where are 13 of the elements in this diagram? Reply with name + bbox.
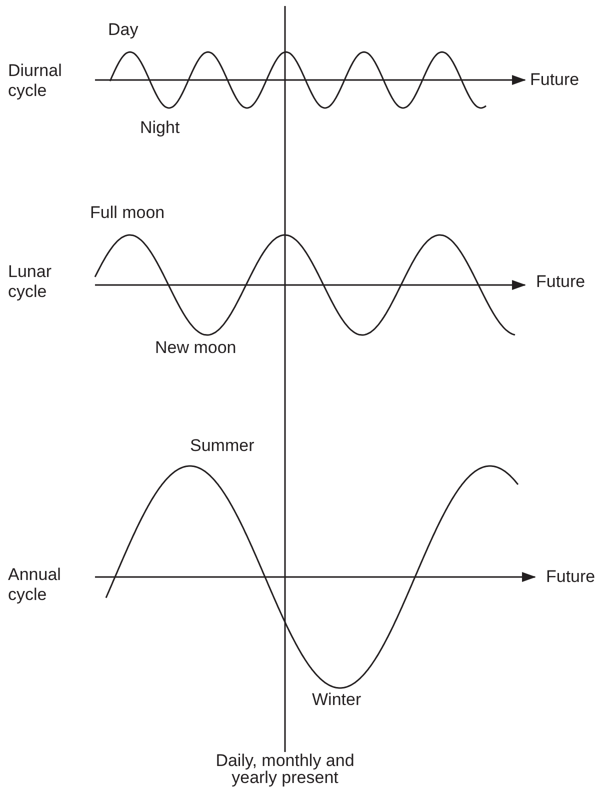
text-label: Future (530, 70, 580, 90)
text-label: Summer (190, 436, 254, 456)
text-label: Full moon (90, 203, 165, 223)
text-label: Night (140, 118, 180, 138)
text-label: Annual cycle (8, 565, 62, 605)
text-label: Day (108, 20, 138, 40)
text-label: Future (536, 272, 586, 292)
text-label: Lunar cycle (8, 262, 52, 302)
text-label: Diurnal cycle (8, 61, 63, 101)
text-label: New moon (155, 338, 236, 358)
text-label: Future (546, 567, 596, 587)
text-label: Winter (312, 690, 362, 710)
text-label: Daily, monthly and yearly present (214, 752, 356, 786)
